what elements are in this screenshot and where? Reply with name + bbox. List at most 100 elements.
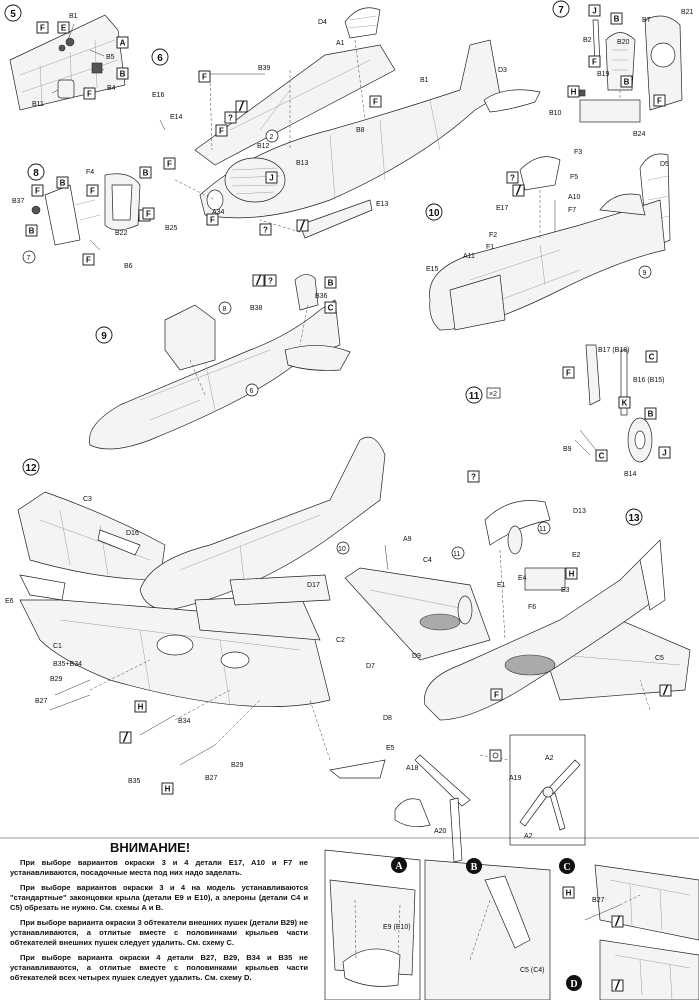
wingtip-e6 — [19, 574, 66, 601]
part-label: F — [210, 216, 215, 225]
step-number: 5 — [10, 9, 16, 20]
part-label: D4 — [318, 19, 327, 26]
part-label: B20 — [617, 39, 630, 46]
part-label: 6 — [250, 388, 254, 395]
part-label: A — [395, 861, 403, 872]
warning-paragraph: При выборе вариантов окраски 3 и 4 на мо… — [10, 883, 308, 913]
part-label: 9 — [643, 270, 647, 277]
part-label: C — [328, 304, 334, 313]
part-label: B27 — [592, 897, 605, 904]
part-label: H — [569, 570, 575, 579]
sub-step-2: 2 — [270, 134, 274, 141]
part-label: B — [614, 15, 620, 24]
part-label: B34 — [178, 718, 191, 725]
part-label: A2 — [524, 833, 533, 840]
part-label: 8 — [33, 168, 39, 179]
part-label: F — [86, 256, 91, 265]
part-label: J — [662, 449, 666, 458]
part-b11 — [57, 79, 75, 99]
part-label: E13 — [376, 201, 389, 208]
fuselage-final — [424, 559, 661, 721]
step-10: 10 F3 D5 F5 A10 F7 E17 F2 F1 A11 E15 ? 9 — [425, 149, 671, 331]
paint-box-a: A — [116, 36, 129, 49]
step-13: 13 D13 A9 C4 E2 E4 E1 F6 E3 — [344, 470, 691, 863]
floor-b24 — [579, 99, 641, 123]
part-label: F7 — [568, 207, 576, 214]
canopy-hood-d4 — [344, 7, 381, 39]
part-label: 10 — [338, 546, 346, 553]
part-label: B21 — [681, 9, 694, 16]
part-label: E6 — [5, 598, 14, 605]
part-label: F6 — [528, 604, 536, 611]
part-label: B1 — [69, 13, 78, 20]
part-label: B19 — [597, 71, 610, 78]
part-label: F — [373, 98, 378, 107]
step-9: 9 B36 B38 8 6 ? B C — [89, 274, 351, 450]
part-label: B14 — [624, 471, 637, 478]
part-label: E15 — [426, 266, 439, 273]
part-label: F — [40, 24, 45, 33]
fuselage-half-a1 — [194, 44, 396, 166]
step-5: 5 B1 B5 B4 B11 F E A B F — [4, 4, 129, 111]
part-label: F — [90, 187, 95, 196]
detail-b: B C5 (C4) — [424, 858, 551, 1000]
part-label: E17 — [496, 205, 509, 212]
part-label: B38 — [250, 305, 263, 312]
part-label: K — [622, 399, 628, 408]
part-label: C — [649, 353, 655, 362]
spinner-a20 — [394, 798, 431, 827]
part-label: B29 — [231, 762, 244, 769]
part-b4 — [91, 62, 103, 74]
part-label: 12 — [25, 463, 37, 474]
part-label: B17 (B18) — [598, 347, 630, 354]
part-label: E — [61, 24, 67, 33]
part-label: ? — [510, 174, 515, 183]
step-11: 11 ×2 B17 (B18) B16 (B15) B9 B14 F C K B… — [465, 344, 671, 478]
part-label: 9 — [101, 331, 107, 342]
part-label: E14 — [170, 114, 183, 121]
step-6: 6 D4 A1 B39 E16 E14 B12 B13 B25 A3 — [138, 7, 541, 239]
wingtip-e5 — [329, 759, 386, 779]
part-label: F4 — [86, 169, 94, 176]
step-7: 7 B2 B20 B7 B21 B19 B10 B24 J B F H F B — [549, 0, 694, 138]
panel-e13 — [299, 199, 373, 239]
part-label: 13 — [628, 513, 640, 524]
part-label: 11 — [539, 526, 546, 533]
part-label: ? — [471, 473, 476, 482]
warning-notes: ВНИМАНИЕ! При выборе вариантов окраски 3… — [0, 838, 318, 1000]
warning-paragraph: При выборе варианта окраски 3 обтекатели… — [10, 918, 308, 948]
part-label: F — [35, 187, 40, 196]
part-label: C2 — [336, 637, 345, 644]
part-label: B8 — [356, 127, 365, 134]
part-label: B1 — [420, 77, 429, 84]
paint-box-e: E — [57, 21, 70, 34]
part-label: F2 — [489, 232, 497, 239]
part-label: B5 — [106, 54, 115, 61]
part-label: C — [563, 862, 570, 873]
part-label: F — [219, 127, 224, 136]
part-label: H — [138, 703, 144, 712]
part-label: A19 — [509, 775, 522, 782]
wingtip-e9 — [342, 948, 401, 987]
part-label: B — [60, 179, 66, 188]
part-label: C3 — [83, 496, 92, 503]
part-label: B — [143, 169, 149, 178]
part-label: D — [570, 979, 577, 990]
part-label: B35+B34 — [53, 661, 82, 668]
panel-d17 — [229, 574, 331, 606]
part-b37 — [31, 205, 41, 215]
canopy-f3 — [519, 156, 561, 191]
part-label: E2 — [572, 552, 581, 559]
part-label: H — [165, 785, 171, 794]
part-label: B — [29, 227, 35, 236]
part-label: F — [146, 210, 151, 219]
part-label: F3 — [574, 149, 582, 156]
part-label: D16 — [126, 530, 139, 537]
step-11-quantity: ×2 — [489, 391, 497, 398]
part-label: A18 — [406, 765, 419, 772]
part-label: B — [328, 279, 334, 288]
part-label: B — [648, 410, 654, 419]
part-label: B25 — [165, 225, 178, 232]
part-e4 — [524, 567, 566, 591]
